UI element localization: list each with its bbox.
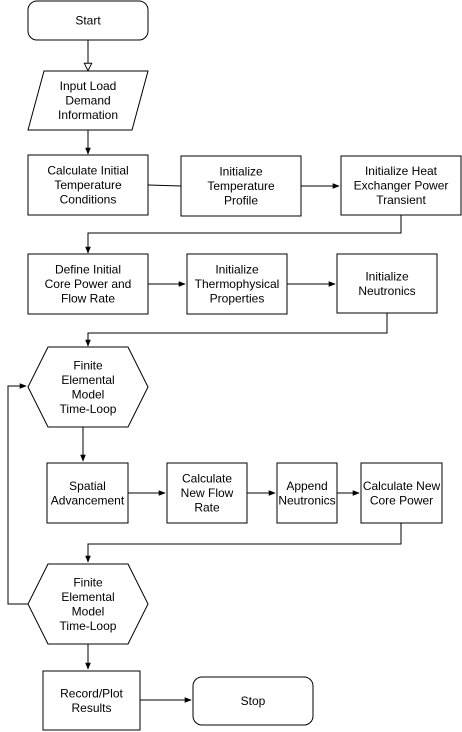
label-line: Model <box>72 604 105 618</box>
label-line: Flow Rate <box>61 292 115 306</box>
label-line: Append <box>286 479 327 493</box>
label-line: Demand <box>65 94 110 108</box>
label-line: Time-Loop <box>60 402 117 416</box>
label-line: Neutronics <box>358 284 415 298</box>
label-line: Start <box>75 14 101 28</box>
edge-neutronics-to-time-loop <box>85 313 388 347</box>
label-line: Transient <box>376 193 426 207</box>
label-line: Temperature <box>207 179 275 193</box>
label-line: Advancement <box>51 493 125 507</box>
label-line: Initialize <box>219 165 263 179</box>
label-line: Core Power <box>370 493 433 507</box>
label-line: Calculate New <box>363 479 441 493</box>
label-line: Results <box>71 701 111 715</box>
edge-core-power-to-time-loop-end <box>85 523 402 563</box>
edge-calc-temp-to-temp-profile <box>147 184 182 187</box>
label-line: Exchanger Power <box>354 179 449 193</box>
stop-terminator: Stop <box>192 676 314 726</box>
edges <box>7 40 402 703</box>
label-line: Initialize <box>365 269 409 283</box>
label-line: Information <box>58 108 118 122</box>
label-line: Model <box>72 387 105 401</box>
label-line: Profile <box>224 194 258 208</box>
edge-heat-exchanger-to-core-power <box>85 215 402 254</box>
label-line: Define Initial <box>55 263 121 277</box>
label-line: Initialize Heat <box>365 164 438 178</box>
label-line: New Flow <box>181 486 234 500</box>
label-line: Properties <box>210 292 265 306</box>
label-line: Elemental <box>61 590 114 604</box>
label-line: Conditions <box>60 193 117 207</box>
label-line: Calculate <box>182 472 232 486</box>
label-line: Finite <box>73 575 103 589</box>
stop-label: Stop <box>241 694 266 708</box>
label-line: Rate <box>194 501 220 515</box>
label-line: Temperature <box>54 178 122 192</box>
label-line: Spatial <box>69 479 106 493</box>
label-line: Record/Plot <box>60 686 123 700</box>
start-terminator: Start <box>27 0 149 41</box>
edge-loop-back <box>7 383 28 605</box>
label-line: Time-Loop <box>60 619 117 633</box>
label-line: Elemental <box>61 373 114 387</box>
label-line: Thermophysical <box>195 277 280 291</box>
label-line: Core Power and <box>45 277 132 291</box>
label-line: Calculate Initial <box>47 164 128 178</box>
label-line: Neutronics <box>278 493 335 507</box>
label-line: Finite <box>73 358 103 372</box>
start-label: Start <box>75 14 101 28</box>
label-line: Initialize <box>215 263 259 277</box>
label-line: Input Load <box>60 79 117 93</box>
label-line: Stop <box>241 694 266 708</box>
